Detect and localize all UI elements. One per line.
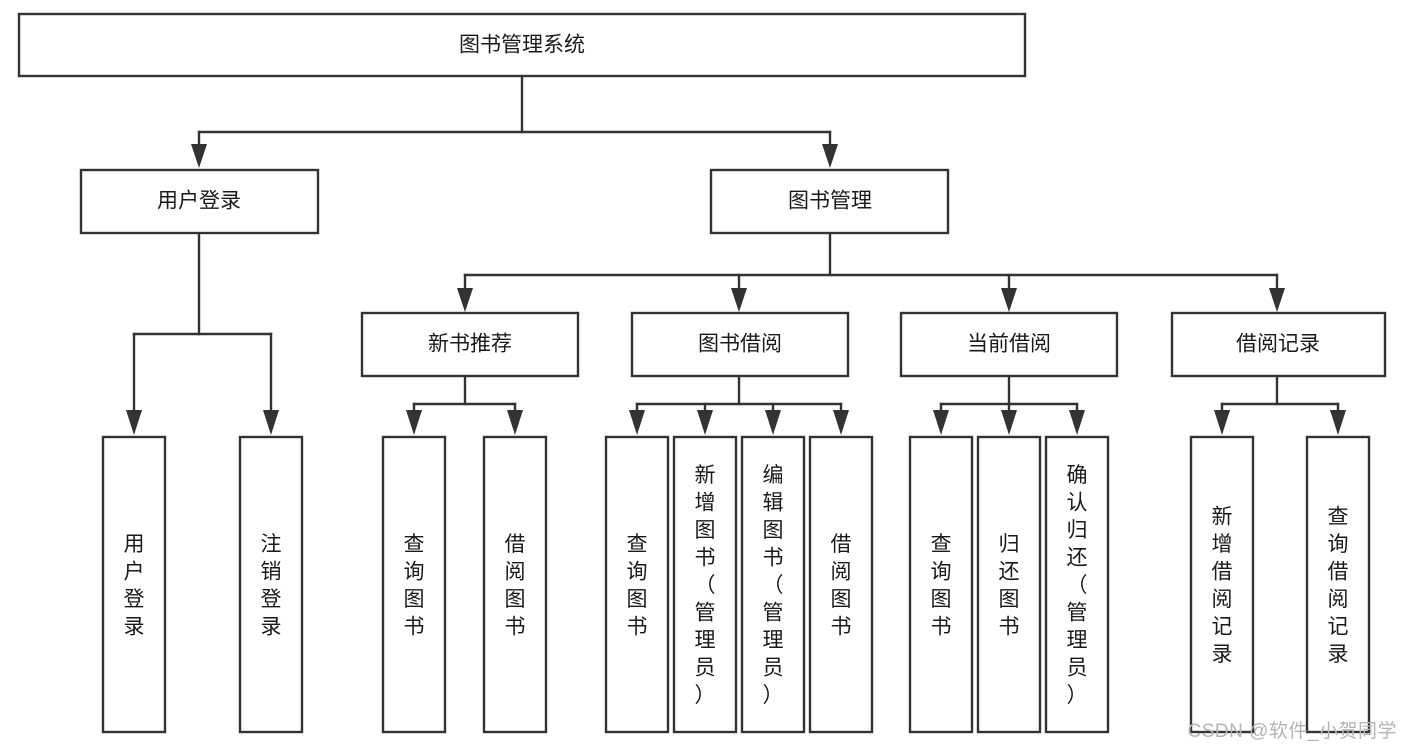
- node-leaf-query-book-2-label: 查询图书: [627, 533, 648, 639]
- arrow-head-leaf-query-record: [1330, 410, 1346, 435]
- arrow-head-borrow-record: [1269, 288, 1285, 312]
- arrow-head-leaf-edit-book: [765, 410, 781, 435]
- arrow-head-leaf-query-book-3: [933, 410, 949, 435]
- arrow-head-leaf-add-book: [697, 410, 713, 435]
- node-leaf-query-book-1-label: 查询图书: [404, 533, 425, 639]
- node-leaf-add-record-label: 新增借阅记录: [1212, 505, 1233, 666]
- node-leaf-logout-login[interactable]: 注销登录: [238, 435, 304, 734]
- arrow-head-leaf-query-book-2: [629, 410, 645, 435]
- node-leaf-borrow-book-2-label: 借阅图书: [831, 533, 852, 639]
- node-book-management[interactable]: 图书管理: [709, 168, 950, 235]
- node-leaf-borrow-book-1-label: 借阅图书: [505, 533, 526, 639]
- node-borrow-record-box[interactable]: [1170, 311, 1387, 378]
- node-leaf-return-book-label: 归还图书: [999, 533, 1020, 639]
- node-leaf-user-login[interactable]: 用户登录: [101, 435, 167, 734]
- node-leaf-edit-book[interactable]: 编辑图书（管理员）: [740, 435, 806, 734]
- node-leaf-query-book-3-label: 查询图书: [931, 533, 952, 639]
- node-book-management-label: 图书管理: [788, 190, 872, 213]
- connector-group-new-book-recommend: [406, 374, 523, 435]
- node-leaf-add-record[interactable]: 新增借阅记录: [1189, 435, 1255, 734]
- node-user-login-box[interactable]: [79, 168, 320, 235]
- arrow-head-leaf-confirm-return: [1069, 410, 1085, 435]
- connector-group-borrow-record: [1214, 374, 1346, 435]
- node-book-borrow-label: 图书借阅: [698, 333, 782, 356]
- arrow-head-leaf-logout-login: [263, 410, 279, 435]
- node-new-book-recommend[interactable]: 新书推荐: [360, 311, 580, 378]
- node-leaf-return-book[interactable]: 归还图书: [976, 435, 1042, 734]
- node-leaf-add-book-label: 新增图书（管理员）: [695, 464, 716, 707]
- node-leaf-query-record-label: 查询借阅记录: [1328, 505, 1349, 666]
- arrow-head-leaf-borrow-book-2: [833, 410, 849, 435]
- node-root-box[interactable]: [17, 12, 1027, 78]
- arrow-head-current-borrow: [1001, 288, 1017, 312]
- node-leaf-query-book-2[interactable]: 查询图书: [604, 435, 670, 734]
- node-leaf-logout-login-box[interactable]: [238, 435, 304, 734]
- node-leaf-query-book-1-box[interactable]: [381, 435, 447, 734]
- arrow-head-leaf-query-book-1: [406, 410, 422, 435]
- arrow-head-user-login: [191, 144, 207, 168]
- arrow-head-leaf-return-book: [1001, 410, 1017, 435]
- node-borrow-record[interactable]: 借阅记录: [1170, 311, 1387, 378]
- node-current-borrow[interactable]: 当前借阅: [899, 311, 1119, 378]
- node-leaf-confirm-return-label: 确认归还（管理员）: [1067, 464, 1088, 707]
- node-leaf-query-record[interactable]: 查询借阅记录: [1305, 435, 1371, 734]
- arrow-head-leaf-user-login: [126, 410, 142, 435]
- node-book-borrow-box[interactable]: [630, 311, 850, 378]
- connector-group-book-management: [457, 231, 1285, 312]
- arrow-head-leaf-borrow-book-1: [507, 410, 523, 435]
- node-user-login[interactable]: 用户登录: [79, 168, 320, 235]
- node-leaf-borrow-book-2[interactable]: 借阅图书: [808, 435, 874, 734]
- node-new-book-recommend-box[interactable]: [360, 311, 580, 378]
- node-leaf-query-book-3[interactable]: 查询图书: [908, 435, 974, 734]
- node-book-borrow[interactable]: 图书借阅: [630, 311, 850, 378]
- node-user-login-label: 用户登录: [157, 190, 241, 213]
- node-root[interactable]: 图书管理系统: [17, 12, 1027, 78]
- arrow-head-leaf-add-record: [1214, 410, 1230, 435]
- node-leaf-borrow-book-1[interactable]: 借阅图书: [482, 435, 548, 734]
- connector-group-user-login: [126, 231, 279, 435]
- node-leaf-add-book[interactable]: 新增图书（管理员）: [672, 435, 738, 734]
- node-leaf-borrow-book-2-box[interactable]: [808, 435, 874, 734]
- node-borrow-record-label: 借阅记录: [1236, 333, 1320, 356]
- arrow-head-book-borrow: [731, 288, 747, 312]
- connector-group-current-borrow: [933, 374, 1085, 435]
- arrow-head-book-management: [822, 144, 838, 168]
- node-current-borrow-label: 当前借阅: [967, 333, 1051, 356]
- node-leaf-user-login-label: 用户登录: [124, 533, 145, 639]
- node-root-label: 图书管理系统: [459, 34, 585, 57]
- node-leaf-borrow-book-1-box[interactable]: [482, 435, 548, 734]
- node-leaf-return-book-box[interactable]: [976, 435, 1042, 734]
- node-current-borrow-box[interactable]: [899, 311, 1119, 378]
- node-leaf-user-login-box[interactable]: [101, 435, 167, 734]
- connector-group-book-borrow: [629, 374, 849, 435]
- node-leaf-logout-login-label: 注销登录: [261, 533, 282, 639]
- node-leaf-edit-book-box[interactable]: [740, 435, 806, 734]
- node-leaf-query-book-1[interactable]: 查询图书: [381, 435, 447, 734]
- node-leaf-add-record-box[interactable]: [1189, 435, 1255, 734]
- node-leaf-query-record-box[interactable]: [1305, 435, 1371, 734]
- connector-group-root: [191, 74, 838, 168]
- arrow-head-new-book-recommend: [457, 288, 473, 312]
- node-new-book-recommend-label: 新书推荐: [428, 333, 512, 356]
- node-leaf-query-book-3-box[interactable]: [908, 435, 974, 734]
- node-leaf-confirm-return-box[interactable]: [1044, 435, 1110, 734]
- node-leaf-query-book-2-box[interactable]: [604, 435, 670, 734]
- node-leaf-add-book-box[interactable]: [672, 435, 738, 734]
- node-book-management-box[interactable]: [709, 168, 950, 235]
- node-leaf-confirm-return[interactable]: 确认归还（管理员）: [1044, 435, 1110, 734]
- node-leaf-edit-book-label: 编辑图书（管理员）: [763, 464, 784, 707]
